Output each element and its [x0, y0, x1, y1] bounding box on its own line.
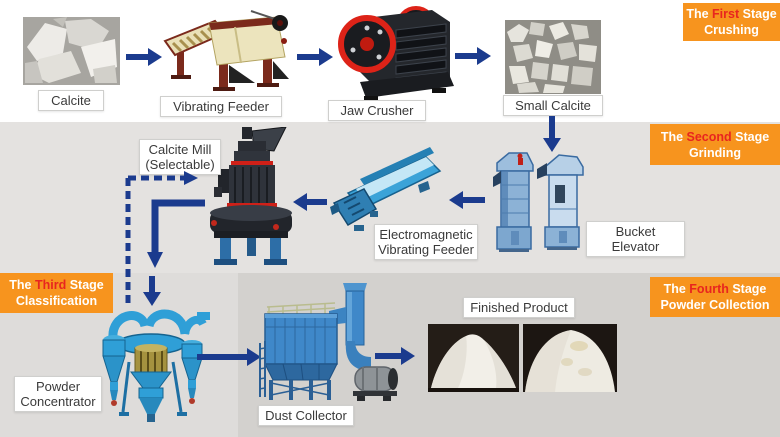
vibrating-feeder-label: Vibrating Feeder [160, 96, 282, 117]
vibrating-feeder-image [163, 7, 297, 95]
stage2-badge-line1: The Second Stage [660, 129, 770, 144]
powder-concentrator-label-line1: Powder [35, 379, 81, 394]
em-feeder-label-line2: Vibrating Feeder [378, 242, 474, 257]
finished-product-label: Finished Product [463, 297, 575, 318]
bucket-elevator-image [493, 151, 587, 253]
em-feeder-label-line1: Electromagnetic [379, 227, 473, 242]
vibrating-feeder-label-text: Vibrating Feeder [173, 99, 269, 114]
stage3-badge: The Third Stage Classification [0, 273, 113, 313]
dust-collector-label-text: Dust Collector [265, 408, 347, 423]
stage4-badge-line2: Powder Collection [660, 298, 770, 312]
arrow-down-icon [543, 116, 561, 152]
powder-concentrator-image [97, 304, 211, 428]
arrow-right-icon [455, 47, 491, 65]
small-calcite-label-text: Small Calcite [515, 98, 591, 113]
electromagnetic-vibrating-feeder-label: Electromagnetic Vibrating Feeder [374, 224, 478, 260]
jaw-crusher-label: Jaw Crusher [328, 100, 426, 121]
dust-collector-label: Dust Collector [258, 405, 354, 426]
arrow-right-icon [375, 347, 415, 365]
jaw-crusher-label-text: Jaw Crusher [340, 103, 414, 118]
calcite-label-text: Calcite [51, 93, 91, 108]
finished-powder-image-2 [523, 324, 617, 392]
arrow-right-icon [297, 48, 333, 66]
arrow-left-icon [293, 193, 327, 211]
bucket-elevator-label-text: Bucket Elevator [611, 224, 660, 254]
stage3-badge-line2: Classification [15, 294, 98, 308]
arrow-elbow-down-icon [145, 196, 207, 272]
stage2-badge: The Second Stage Grinding [650, 124, 780, 165]
jaw-crusher-image [336, 2, 456, 102]
powder-concentrator-label-line2: Concentrator [20, 394, 96, 409]
finished-product-label-text: Finished Product [470, 300, 568, 315]
arrow-right-icon [197, 348, 261, 366]
arrow-left-icon [449, 191, 485, 209]
stage4-badge-line1: The Fourth Stage [663, 282, 767, 296]
bucket-elevator-label: Bucket Elevator [586, 221, 685, 257]
calcite-rocks-image [23, 17, 120, 85]
stage1-badge-line1: The First Stage [686, 7, 777, 21]
calcite-mill-label-line1: Calcite Mill [148, 142, 212, 157]
arrow-right-icon [126, 48, 162, 66]
small-calcite-image [505, 20, 601, 94]
calcite-label: Calcite [38, 90, 104, 111]
finished-powder-image-1 [428, 324, 519, 392]
powder-concentrator-label: Powder Concentrator [14, 376, 102, 412]
stage2-badge-line2: Grinding [688, 145, 742, 160]
stage1-badge: The First Stage Crushing [683, 3, 780, 41]
electromagnetic-vibrating-feeder-image [330, 145, 450, 240]
calcite-mill-label: Calcite Mill (Selectable) [139, 139, 221, 175]
arrow-down-icon [143, 276, 161, 306]
stage3-badge-line1: The Third Stage [9, 278, 104, 292]
calcite-mill-label-line2: (Selectable) [145, 157, 215, 172]
stage1-badge-line2: Crushing [704, 23, 759, 37]
dashed-branch-arrow-icon [120, 170, 206, 310]
stage4-badge: The Fourth Stage Powder Collection [650, 277, 780, 317]
dust-collector-image [259, 283, 399, 403]
small-calcite-label: Small Calcite [503, 95, 603, 116]
calcite-mill-image [198, 127, 300, 269]
